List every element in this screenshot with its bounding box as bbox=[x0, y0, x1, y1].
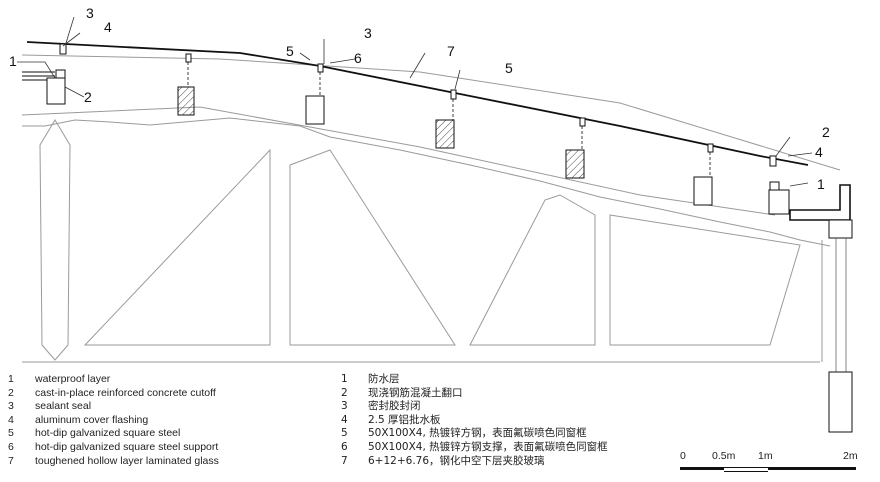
legend-en-num: 5 bbox=[8, 427, 14, 440]
callout-2-left: 2 bbox=[84, 89, 92, 105]
flashing-right bbox=[769, 155, 777, 167]
callout-5-right: 5 bbox=[505, 60, 513, 76]
support-clip-3 bbox=[450, 89, 457, 100]
concrete-cutoff-right bbox=[768, 189, 790, 215]
legend-en-num: 6 bbox=[8, 440, 14, 453]
square-steel-5 bbox=[693, 176, 713, 206]
gutter-beam bbox=[828, 219, 853, 239]
legend-cn-row-6: 6 50X100X4, 热镀锌方钢支撑，表面氟碳喷色同窗框 bbox=[341, 441, 608, 455]
scale-bar: 0 0.5m 1m 2m bbox=[676, 450, 866, 480]
legend-english: 1 waterproof layer 2 cast-in-place reinfor… bbox=[8, 373, 219, 468]
legend-cn-text: 防水层 bbox=[368, 373, 400, 385]
truss-left-column bbox=[39, 119, 71, 361]
support-clip-2 bbox=[317, 63, 324, 73]
legend-en-row-1: 1 waterproof layer bbox=[8, 373, 219, 387]
legend-en-row-2: 2 cast-in-place reinforced concrete cutof… bbox=[8, 387, 219, 401]
callout-4-left: 4 bbox=[104, 19, 112, 35]
legend-cn-num: 5 bbox=[341, 427, 348, 440]
legend-cn-num: 3 bbox=[341, 400, 348, 413]
callout-1-right: 1 bbox=[817, 176, 825, 192]
legend-cn-num: 7 bbox=[341, 454, 348, 467]
support-clip-1 bbox=[185, 53, 192, 63]
legend-chinese: 1 防水层 2 现浇钢筋混凝土翻口 3 密封胶封闭 4 2.5 厚铝批水板 5 50X10… bbox=[341, 373, 608, 468]
scale-label-0: 0 bbox=[680, 450, 686, 462]
legend-en-num: 7 bbox=[8, 454, 14, 467]
leader-lines bbox=[17, 16, 813, 187]
square-steel-4 bbox=[565, 149, 585, 179]
legend-cn-row-1: 1 防水层 bbox=[341, 373, 608, 387]
flashing-left bbox=[59, 43, 67, 55]
truss-bay-2 bbox=[289, 149, 456, 346]
scale-label-half-metre: 0.5m bbox=[712, 450, 736, 462]
legend-en-row-3: 3 sealant seal bbox=[8, 400, 219, 414]
legend-en-text: hot-dip galvanized square steel bbox=[35, 427, 181, 440]
legend-cn-num: 1 bbox=[341, 373, 348, 385]
truss-bay-3 bbox=[469, 194, 596, 346]
seal-right bbox=[769, 181, 780, 191]
legend-cn-text: 密封胶封闭 bbox=[368, 400, 421, 413]
legend-en-text: toughened hollow layer laminated glass bbox=[35, 454, 219, 467]
legend-cn-num: 2 bbox=[341, 386, 348, 399]
legend-en-row-6: 6 hot-dip galvanized square steel support bbox=[8, 441, 219, 455]
legend-en-row-4: 4 aluminum cover flashing bbox=[8, 414, 219, 428]
callout-1-left: 1 bbox=[9, 53, 17, 69]
legend-en-text: waterproof layer bbox=[35, 373, 111, 385]
legend-cn-row-5: 5 50X100X4, 热镀锌方钢，表面氟碳喷色同窗框 bbox=[341, 427, 608, 441]
legend-en-text: sealant seal bbox=[35, 400, 92, 413]
legend-cn-text: 2.5 厚铝批水板 bbox=[368, 413, 441, 426]
scale-segment-2 bbox=[724, 467, 768, 472]
legend-en-row-7: 7 toughened hollow layer laminated glass bbox=[8, 455, 219, 469]
concrete-cutoff-left bbox=[46, 77, 66, 105]
roof-slab-underside bbox=[21, 106, 776, 216]
square-steel-1 bbox=[177, 86, 195, 116]
legend-en-text: aluminum cover flashing bbox=[35, 413, 149, 426]
legend-cn-row-2: 2 现浇钢筋混凝土翻口 bbox=[341, 387, 608, 401]
legend-cn-text: 6+12+6.76，钢化中空下层夹胶玻璃 bbox=[368, 454, 545, 467]
scale-label-1-metre: 1m bbox=[758, 450, 773, 462]
glass-roof-assembly bbox=[22, 41, 853, 433]
callout-5-mid: 5 bbox=[286, 43, 294, 59]
legend-en-text: hot-dip galvanized square steel support bbox=[35, 440, 219, 453]
legend-cn-text: 50X100X4, 热镀锌方钢支撑，表面氟碳喷色同窗框 bbox=[368, 440, 608, 453]
legend-cn-text: 现浇钢筋混凝土翻口 bbox=[368, 386, 463, 399]
scale-label-2-metre: 2m bbox=[843, 450, 858, 462]
scale-track bbox=[680, 467, 856, 472]
scale-segment-3 bbox=[768, 467, 856, 470]
callout-7-mid: 7 bbox=[447, 43, 455, 59]
legend-cn-num: 4 bbox=[341, 413, 348, 426]
laminated-glass bbox=[26, 41, 809, 166]
callout-numbers: 1 2 3 4 3 5 6 7 5 2 4 1 bbox=[9, 5, 830, 192]
callout-3-mid: 3 bbox=[364, 25, 372, 41]
truss-top-chord bbox=[22, 117, 831, 247]
gutter-upstand bbox=[789, 184, 851, 221]
support-clip-5 bbox=[707, 143, 714, 153]
callout-3-left: 3 bbox=[86, 5, 94, 21]
legend-en-row-5: 5 hot-dip galvanized square steel bbox=[8, 427, 219, 441]
legend-cn-row-3: 3 密封胶封闭 bbox=[341, 400, 608, 414]
truss-bay-1 bbox=[83, 148, 271, 346]
callout-2-right: 2 bbox=[822, 124, 830, 140]
legend-cn-row-4: 4 2.5 厚铝批水板 bbox=[341, 414, 608, 428]
square-steel-2 bbox=[305, 95, 325, 125]
roof-slab-top-edge bbox=[21, 54, 841, 171]
legend-en-num: 3 bbox=[8, 400, 14, 413]
legend-en-num: 4 bbox=[8, 413, 14, 426]
square-steel-3 bbox=[435, 119, 455, 149]
callout-6-mid: 6 bbox=[354, 50, 362, 66]
callout-4-right: 4 bbox=[815, 144, 823, 160]
truss-bay-4 bbox=[609, 214, 801, 346]
seal-left bbox=[55, 69, 66, 79]
legend-cn-num: 6 bbox=[341, 440, 348, 453]
legend-cn-row-7: 7 6+12+6.76，钢化中空下层夹胶玻璃 bbox=[341, 455, 608, 469]
concrete-truss bbox=[21, 54, 841, 363]
support-clip-4 bbox=[579, 117, 586, 127]
scale-segment-1 bbox=[680, 467, 724, 470]
legend-en-text: cast-in-place reinforced concrete cutoff bbox=[35, 386, 216, 399]
legend-en-num: 2 bbox=[8, 386, 14, 399]
legend-en-num: 1 bbox=[8, 373, 14, 385]
legend-cn-text: 50X100X4, 热镀锌方钢，表面氟碳喷色同窗框 bbox=[368, 427, 587, 440]
downpipe-bracket bbox=[828, 371, 853, 433]
